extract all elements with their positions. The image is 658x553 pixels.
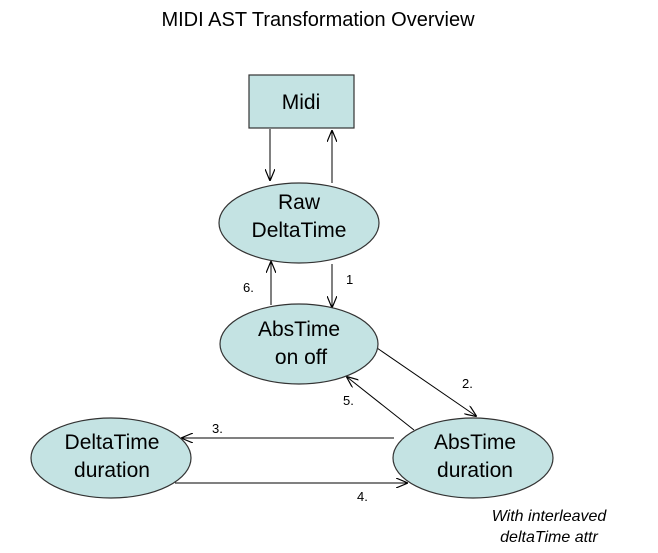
node-midi: Midi <box>248 74 355 129</box>
node-abstime-onoff-line1: AbsTime <box>258 318 340 341</box>
node-deltatime-duration-line1: DeltaTime <box>65 431 160 454</box>
node-deltatime-duration: DeltaTime duration <box>30 417 192 499</box>
node-raw-deltatime-line2: DeltaTime <box>252 219 347 242</box>
edge-label-1: 1 <box>346 272 353 287</box>
node-abstime-onoff: AbsTime on off <box>219 303 379 385</box>
edge-label-6: 6. <box>243 280 254 295</box>
node-abstime-onoff-line2: on off <box>275 346 327 369</box>
edge-label-4: 4. <box>357 489 368 504</box>
node-deltatime-duration-line2: duration <box>74 459 150 482</box>
node-midi-label: Midi <box>282 91 321 114</box>
node-abstime-duration-line1: AbsTime <box>434 431 516 454</box>
node-raw-deltatime: Raw DeltaTime <box>218 182 380 264</box>
node-raw-deltatime-line1: Raw <box>278 191 321 214</box>
node-midi-box <box>248 74 355 129</box>
node-raw-deltatime-shape <box>218 182 380 264</box>
node-abstime-onoff-shape <box>219 303 379 385</box>
edge-label-5: 5. <box>343 393 354 408</box>
node-abstime-duration-shape <box>392 417 554 499</box>
diagram-title: MIDI AST Transformation Overview <box>161 9 475 31</box>
node-abstime-duration: AbsTime duration <box>392 417 554 499</box>
edge-5-abstime-duration-to-onoff <box>347 377 415 431</box>
edge-label-2: 2. <box>462 376 473 391</box>
edge-2-onoff-to-abstime-duration <box>376 347 476 416</box>
node-abstime-duration-line2: duration <box>437 459 513 482</box>
edge-label-3: 3. <box>212 421 223 436</box>
note-line2: deltaTime attr <box>500 529 598 546</box>
note-line1: With interleaved <box>492 508 608 525</box>
node-deltatime-duration-shape <box>30 417 192 499</box>
